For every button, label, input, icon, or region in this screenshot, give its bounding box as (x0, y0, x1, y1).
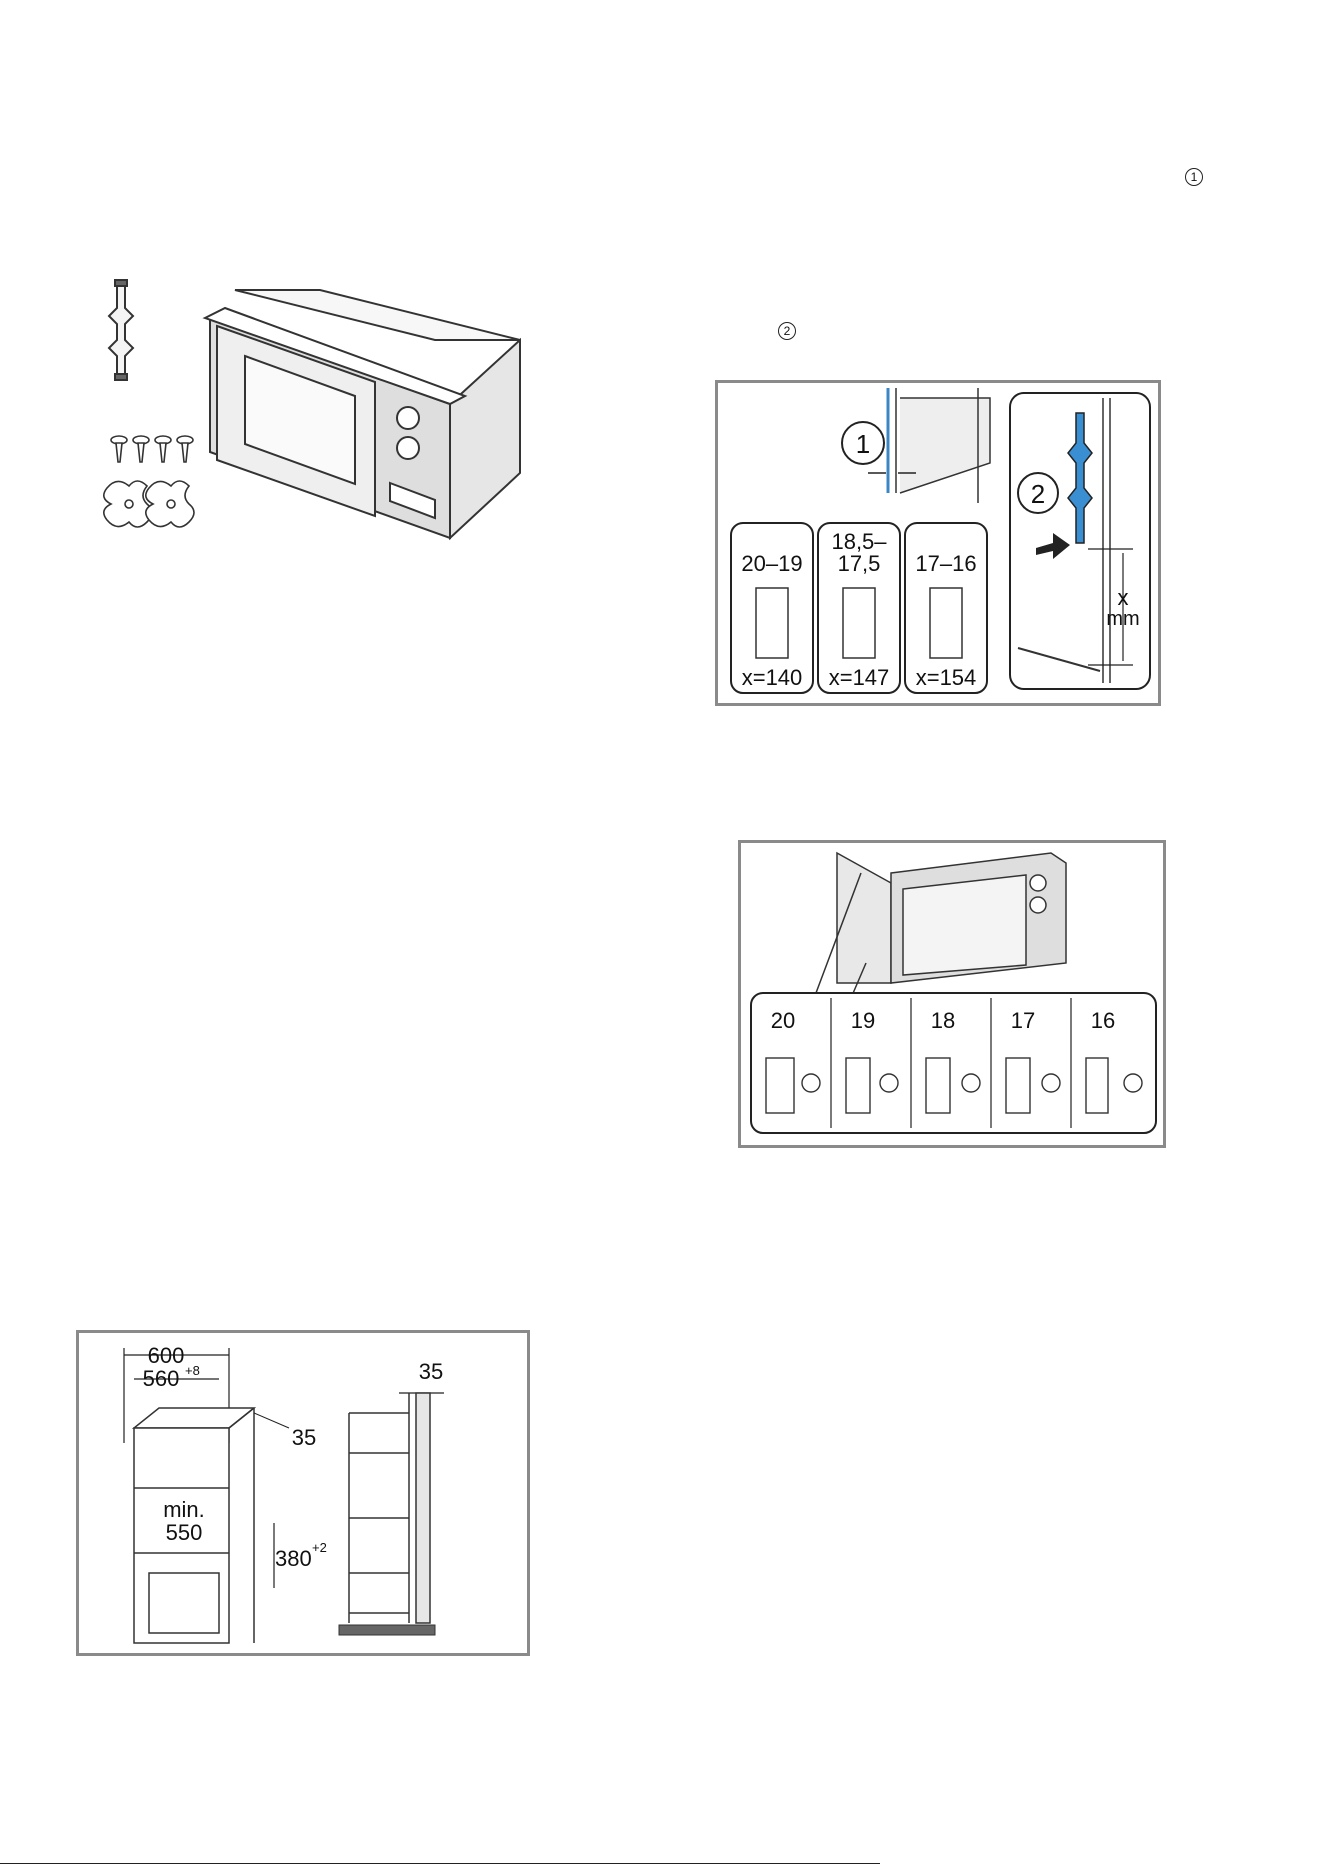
width-560-sup: +8 (185, 1363, 200, 1378)
thickness-2-line2: 17,5 (838, 551, 881, 576)
depth-35-label: 35 (292, 1425, 316, 1450)
spacer-value-20: 20 (771, 1008, 795, 1033)
spacers-icon (104, 481, 194, 527)
height-380-label: 380 (275, 1546, 312, 1571)
x-value-3: x=154 (916, 665, 977, 690)
spacer-value-17: 17 (1011, 1008, 1035, 1033)
spacer-value-19: 19 (851, 1008, 875, 1033)
spacer-value-16: 16 (1091, 1008, 1115, 1033)
thickness-1: 20–19 (741, 551, 802, 576)
microwave-icon (205, 290, 520, 538)
x-value-2: x=147 (829, 665, 890, 690)
side-35-label: 35 (419, 1359, 443, 1384)
mounting-bracket-icon (109, 280, 133, 380)
width-560-label: 560 (143, 1366, 180, 1391)
x-label: x (1118, 585, 1129, 610)
depth-550-label: 550 (166, 1520, 203, 1545)
spacer-value-18: 18 (931, 1008, 955, 1033)
reference-marker-2: 2 (778, 322, 796, 340)
callout-2-label: 2 (1031, 479, 1045, 509)
screws-icon (111, 436, 193, 462)
x-value-1: x=140 (742, 665, 803, 690)
reference-marker-1: 1 (1185, 168, 1203, 186)
thickness-3: 17–16 (915, 551, 976, 576)
bracket-mounting-figure: 1 2 x mm 20–19 18,5– 17,5 17–16 x=140 x=… (715, 380, 1161, 706)
callout-1-label: 1 (856, 429, 870, 459)
parts-illustration (95, 278, 535, 568)
mm-label: mm (1106, 608, 1139, 630)
spacer-adjustment-figure: 20 19 18 17 16 (738, 840, 1166, 1148)
height-380-sup: +2 (312, 1540, 327, 1555)
min-label: min. (163, 1497, 205, 1522)
width-600-label: 600 (148, 1343, 185, 1368)
niche-dimensions-figure: 600 560 +8 35 min. 550 380 +2 35 (76, 1330, 530, 1656)
footer-rule (0, 1863, 880, 1864)
